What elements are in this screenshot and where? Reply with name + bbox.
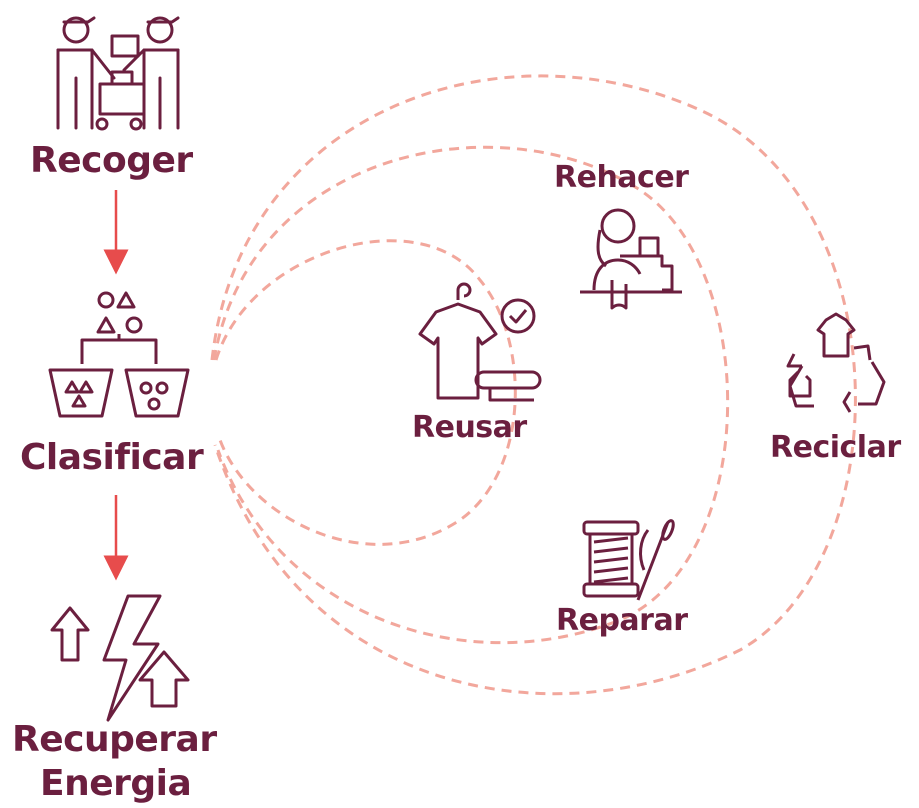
delivery-workers-icon — [56, 16, 180, 131]
node-label-recuperar-line1: Recuperar — [12, 719, 217, 760]
node-label-reciclar: Reciclar — [770, 430, 901, 465]
energy-bolt-icon — [50, 594, 190, 722]
seamstress-icon — [580, 208, 682, 310]
node-label-reparar: Reparar — [556, 603, 688, 638]
node-label-reusar: Reusar — [412, 410, 527, 445]
node-label-recoger: Recoger — [30, 140, 193, 181]
loop-rehacer-reparar — [212, 145, 730, 645]
recycle-clothes-icon — [786, 312, 886, 413]
node-label-recuperar-line2: Energia — [40, 763, 192, 804]
loop-reciclar — [210, 74, 857, 696]
node-label-rehacer: Rehacer — [554, 160, 689, 195]
node-label-clasificar: Clasificar — [20, 437, 204, 478]
loop-paths — [210, 74, 857, 696]
tshirt-check-icon — [418, 282, 542, 402]
loop-reusar — [214, 239, 517, 546]
sorting-bins-icon — [48, 291, 190, 418]
thread-spool-icon — [582, 519, 675, 601]
